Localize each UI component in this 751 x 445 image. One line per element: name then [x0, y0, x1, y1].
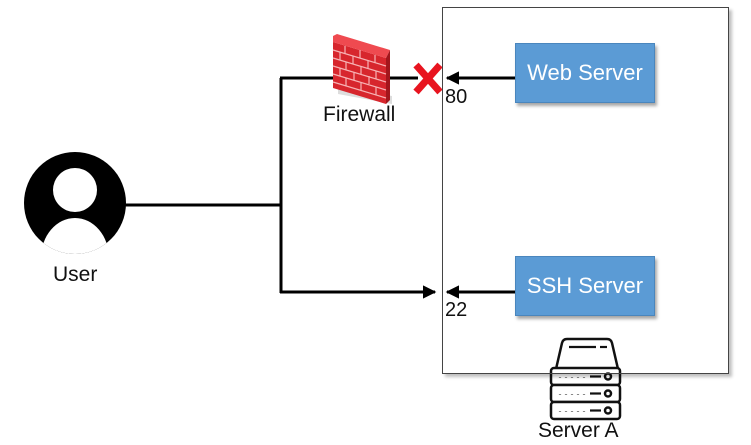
ssh-server-box[interactable]: SSH Server: [515, 256, 655, 316]
web-server-label: Web Server: [527, 60, 643, 85]
web-server-box[interactable]: Web Server: [515, 43, 655, 103]
server-a-boundary: [442, 7, 729, 374]
user-label: User: [53, 263, 98, 286]
firewall-label: Firewall: [323, 103, 396, 126]
server-label: Server A: [538, 419, 619, 442]
red-x-icon: [413, 62, 443, 95]
ssh-server-label: SSH Server: [526, 273, 644, 298]
server-rack-icon: [549, 337, 622, 421]
ssh-port-label: 22: [445, 299, 468, 321]
firewall-brick-wall-icon: [332, 34, 392, 104]
web-port-label: 80: [445, 86, 468, 108]
user-avatar-icon: [24, 152, 126, 254]
